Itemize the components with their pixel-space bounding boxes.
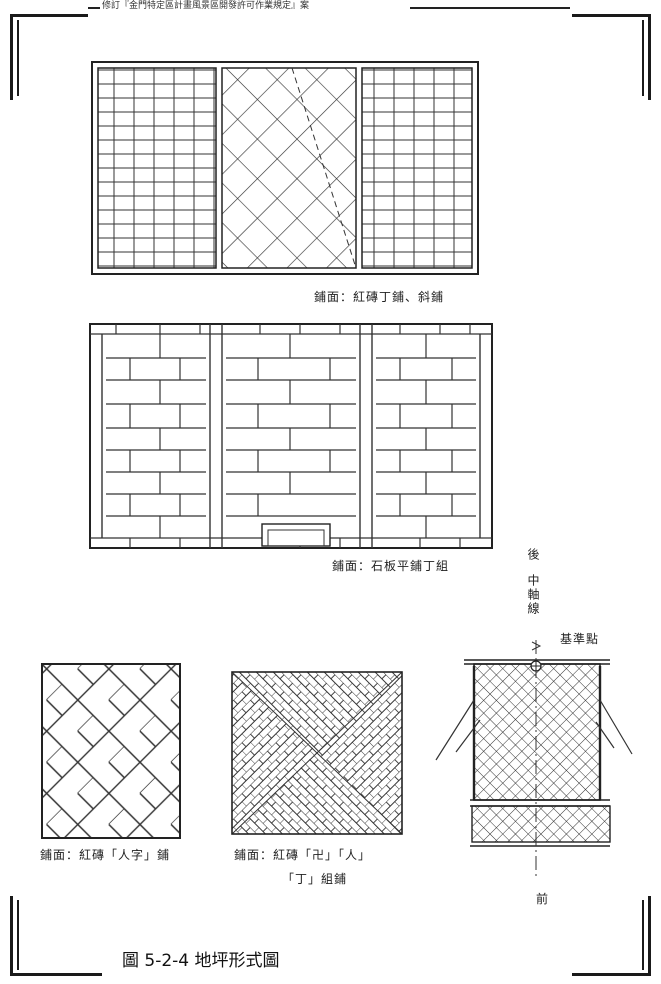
frame-bottom-left-v2 bbox=[17, 900, 19, 970]
caption-swastika-line1: 鋪面：紅磚「卍」「人」 bbox=[234, 848, 372, 862]
frame-top-left-h bbox=[10, 14, 88, 17]
frame-top-left-v bbox=[10, 14, 13, 100]
header-title: 修訂『金門特定區計畫風景區開發許可作業規定』案 bbox=[100, 0, 312, 12]
stone-slab-drawing bbox=[89, 323, 493, 549]
herringbone-drawing bbox=[41, 663, 181, 839]
document-header: 修訂『金門特定區計畫風景區開發許可作業規定』案 bbox=[0, 0, 661, 14]
header-rule-right bbox=[410, 7, 570, 9]
frame-top-left-v2 bbox=[17, 20, 19, 96]
caption-swastika-line2: 「丁」組鋪 bbox=[282, 872, 348, 886]
frame-top-right-h bbox=[572, 14, 650, 17]
frame-top-right-v2 bbox=[642, 20, 644, 96]
frame-bottom-left-h bbox=[10, 973, 102, 976]
frame-top-right-v bbox=[648, 14, 651, 100]
caption-stone-slab: 鋪面：石板平鋪丁組 bbox=[332, 559, 450, 573]
caption-herringbone: 鋪面：紅磚「人字」鋪 bbox=[40, 848, 171, 862]
label-back: 後 bbox=[526, 548, 540, 562]
figure-title: 圖 5-2-4 地坪形式圖 bbox=[118, 946, 284, 971]
frame-bottom-right-v bbox=[648, 896, 651, 976]
header-rule-left bbox=[88, 7, 100, 9]
label-datum: 基準點 bbox=[560, 632, 600, 646]
frame-bottom-right-v2 bbox=[642, 900, 644, 970]
axis-plan-drawing bbox=[435, 640, 633, 880]
brick-combo-drawing bbox=[91, 61, 479, 275]
swastika-combo-drawing bbox=[231, 671, 403, 835]
caption-brick-combo: 鋪面：紅磚丁鋪、斜鋪 bbox=[314, 290, 445, 304]
frame-bottom-left-v bbox=[10, 896, 13, 976]
frame-bottom-right-h bbox=[572, 973, 650, 976]
label-center-axis: 中軸線 bbox=[526, 574, 540, 616]
label-front: 前 bbox=[536, 892, 550, 906]
